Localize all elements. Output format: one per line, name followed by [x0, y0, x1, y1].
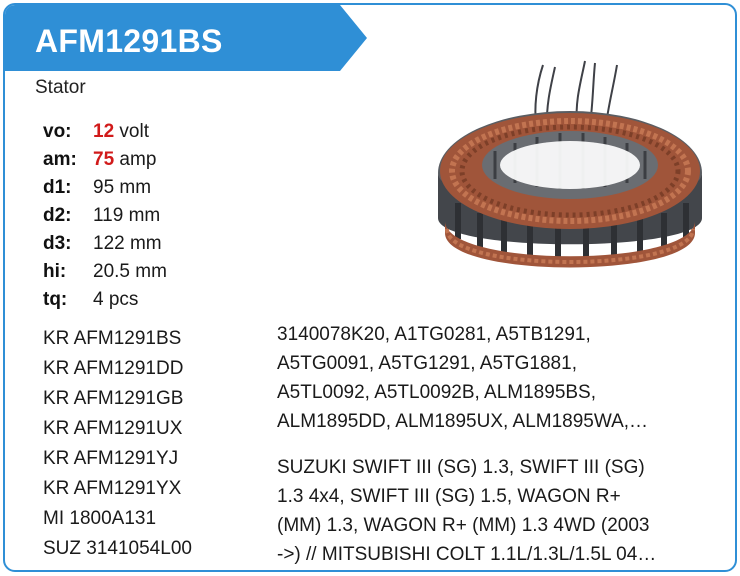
spec-unit: mm — [129, 261, 167, 282]
spec-unit: mm — [124, 233, 162, 254]
spec-value: 75 — [93, 149, 115, 170]
title-banner-shape — [5, 5, 367, 71]
spec-key: tq: — [43, 289, 68, 310]
spec-row: vo: 12 volt — [43, 118, 167, 146]
spec-list: vo: 12 volt am: 75 amp d1: 95 mm d2: 119 mm d3: 1… — [43, 118, 167, 314]
spec-row: d2: 119 mm — [43, 202, 167, 230]
spec-value: 20.5 — [93, 261, 130, 282]
cross-reference-item: KR AFM1291YX — [43, 478, 182, 499]
spec-value: 119 — [93, 205, 124, 226]
spec-row: d1: 95 mm — [43, 174, 167, 202]
cross-reference-list: KR AFM1291BS KR AFM1291DD KR AFM1291GB KR A… — [43, 324, 192, 564]
stator-photo-icon — [438, 60, 702, 268]
spec-key: d2: — [43, 205, 72, 226]
spec-key: hi: — [43, 261, 67, 282]
cross-reference-item: MI 1800A131 — [43, 508, 157, 529]
spec-row: hi: 20.5 mm — [43, 258, 167, 286]
application-line: SUZUKI SWIFT III (SG) 1.3, SWIFT III (SG… — [277, 457, 645, 478]
spec-row: tq: 4 pcs — [43, 286, 167, 314]
oem-number-line: A5TL0092, A5TL0092B, ALM1895BS, — [277, 382, 597, 403]
cross-reference-item: KR AFM1291UX — [43, 418, 183, 439]
spec-value: 95 — [93, 177, 115, 198]
product-card: AFM1291BS Stator vo: 12 volt am: 75 amp d1: 9… — [3, 3, 737, 572]
spec-unit: mm — [114, 177, 152, 198]
cross-reference-item: KR AFM1291YJ — [43, 448, 179, 469]
cross-reference-item: KR AFM1291GB — [43, 388, 184, 409]
spec-value: 12 — [93, 121, 115, 142]
spec-unit: pcs — [103, 289, 139, 310]
oem-number-line: 3140078K20, A1TG0281, A5TB1291, — [277, 324, 591, 345]
spec-key: vo: — [43, 121, 72, 142]
application-list: SUZUKI SWIFT III (SG) 1.3, SWIFT III (SG… — [277, 453, 722, 569]
oem-number-line: A5TG0091, A5TG1291, A5TG1881, — [277, 353, 577, 374]
application-line: 1.3 4x4, SWIFT III (SG) 1.5, WAGON R+ — [277, 486, 621, 507]
spec-value: 122 — [93, 233, 125, 254]
spec-value: 4 — [93, 289, 104, 310]
part-number-title: AFM1291BS — [35, 23, 223, 59]
spec-unit: mm — [123, 205, 161, 226]
cross-reference-item: SUZ 3141054L00 — [43, 538, 192, 559]
oem-number-list: 3140078K20, A1TG0281, A5TB1291, A5TG0091,… — [277, 320, 722, 436]
spec-row: am: 75 amp — [43, 146, 167, 174]
core-slots — [455, 203, 689, 259]
spec-key: d1: — [43, 177, 72, 198]
category-label: Stator — [35, 77, 86, 98]
spec-key: d3: — [43, 233, 72, 254]
spec-key: am: — [43, 149, 77, 170]
spec-unit: amp — [114, 149, 157, 170]
oem-number-line: ALM1895DD, ALM1895UX, ALM1895WA,… — [277, 411, 649, 432]
cross-reference-item: KR AFM1291DD — [43, 358, 184, 379]
application-line: (MM) 1.3, WAGON R+ (MM) 1.3 4WD (2003 — [277, 515, 650, 536]
spec-row: d3: 122 mm — [43, 230, 167, 258]
application-line: ->) // MITSUBISHI COLT 1.1L/1.3L/1.5L 04… — [277, 544, 657, 565]
spec-unit: volt — [114, 121, 149, 142]
cross-reference-item: KR AFM1291BS — [43, 328, 182, 349]
